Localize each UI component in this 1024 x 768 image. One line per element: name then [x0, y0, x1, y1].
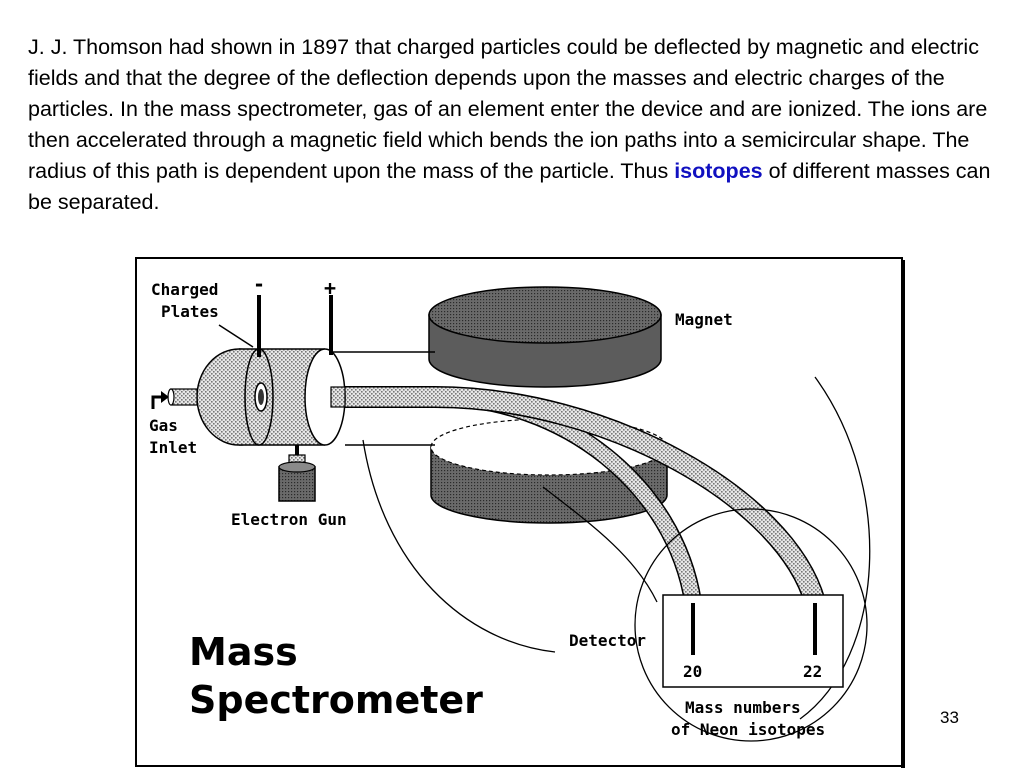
mass-22-label: 22 [803, 662, 822, 681]
upper-magnet [428, 286, 662, 388]
ion-beams [335, 386, 826, 606]
neon-isotopes-label: of Neon isotopes [671, 720, 825, 739]
page-number: 33 [940, 708, 959, 727]
paragraph-text: J. J. Thomson had shown in 1897 that cha… [28, 35, 988, 183]
gas-inlet-arrow-icon [151, 391, 169, 409]
isotopes-term: isotopes [674, 159, 763, 183]
gas-inlet-tube [167, 388, 198, 406]
charged-plates-pointer [218, 324, 254, 348]
detector-circle [634, 508, 868, 742]
mass-spectrometer-diagram: Charged Plates - + Magnet Gas Inlet Elec… [135, 257, 905, 768]
minus-sign: - [253, 272, 265, 296]
plates-label: Plates [161, 302, 219, 321]
electron-gun [278, 445, 316, 502]
charged-label: Charged [151, 280, 218, 299]
gas-label: Gas [149, 416, 178, 435]
electron-gun-label: Electron Gun [231, 510, 347, 529]
semicircle-paths [362, 376, 871, 742]
ion-source [196, 348, 346, 446]
mass-numbers-label: Mass numbers [685, 698, 801, 717]
mass-20-label: 20 [683, 662, 702, 681]
detector-label: Detector [569, 631, 646, 650]
slide-paragraph: J. J. Thomson had shown in 1897 that cha… [28, 32, 1003, 218]
diagram-title-spectrometer: Spectrometer [189, 678, 483, 722]
plus-sign: + [324, 276, 336, 300]
paragraph-text-end: of different masses can be separated. [28, 159, 991, 214]
inlet-label: Inlet [149, 438, 197, 457]
magnet-label: Magnet [675, 310, 733, 329]
diagram-title-mass: Mass [189, 630, 298, 674]
